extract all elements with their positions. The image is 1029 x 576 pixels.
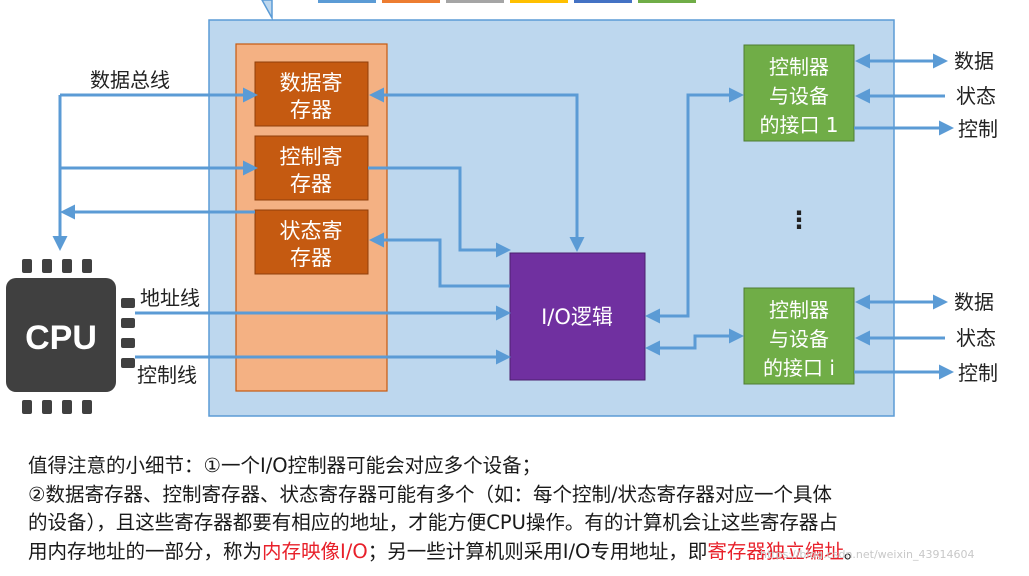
control-bus-label: 控制线 <box>137 363 197 387</box>
interface-1-label-2: 与设备 <box>769 84 829 108</box>
data-register: 数据寄 存器 <box>254 61 369 127</box>
control-register-label-2: 存器 <box>290 172 332 196</box>
address-bus-label: 地址线 <box>140 286 200 310</box>
notes-paragraph: 值得注意的小细节：①一个I/O控制器可能会对应多个设备； ②数据寄存器、控制寄存… <box>28 452 1018 566</box>
io-logic-block: I/O逻辑 <box>509 252 646 381</box>
status-register-label-2: 存器 <box>290 246 332 270</box>
control-register-io-link <box>368 166 511 258</box>
control-register: 控制寄 存器 <box>254 135 369 201</box>
interface-1-label-3: 的接口 1 <box>759 113 838 137</box>
notes-line-4-part-a: 用内存地址的一部分，称为 <box>28 539 263 563</box>
interfaces-ellipsis: ⋮ <box>787 206 811 234</box>
notes-line-2: ②数据寄存器、控制寄存器、状态寄存器可能有多个（如：每个控制/状态寄存器对应一个… <box>28 482 833 506</box>
status-register: 状态寄 存器 <box>254 209 369 275</box>
io-controller-diagram: 数据寄 存器 控制寄 存器 状态寄 存器 I/O逻辑 控制器 与设备 的接口 1… <box>6 0 998 417</box>
interface-1-control-label: 控制 <box>958 117 998 141</box>
io-logic-label: I/O逻辑 <box>541 305 613 329</box>
interface-i-label-3: 的接口 i <box>763 356 835 380</box>
status-register-label-1: 状态寄 <box>280 219 343 243</box>
top-decoration <box>261 0 696 21</box>
cpu-chip-icon: CPU <box>6 259 135 414</box>
io-interface-i-link <box>645 328 744 356</box>
notes-line-4: 用内存地址的一部分，称为内存映像I/O；另一些计算机则采用I/O专用地址，即寄存… <box>28 538 1018 567</box>
interface-i-control-label: 控制 <box>958 361 998 385</box>
interface-1-label-1: 控制器 <box>769 55 829 79</box>
memory-mapped-io-term: 内存映像I/O <box>262 539 368 563</box>
interface-i-status-label: 状态 <box>956 326 996 350</box>
interface-i-label-1: 控制器 <box>769 298 829 322</box>
notes-line-3: 的设备），且这些寄存器都要有相应的地址，才能方便CPU操作。有的计算机会让这些寄… <box>28 511 838 534</box>
data-register-io-link <box>369 87 585 252</box>
independent-addressing-term: 寄存器独立编址 <box>707 539 844 563</box>
io-status-register-link <box>369 232 510 288</box>
notes-line-4-part-e: 。 <box>843 539 864 563</box>
notes-line-1: 值得注意的小细节：①一个I/O控制器可能会对应多个设备； <box>28 454 542 477</box>
device-interface-i: 控制器 与设备 的接口 i <box>743 287 855 385</box>
interface-1-status-label: 状态 <box>956 84 996 108</box>
data-bus-label: 数据总线 <box>90 68 170 92</box>
control-register-label-1: 控制寄 <box>280 145 343 169</box>
interface-1-data-label: 数据 <box>954 49 994 73</box>
data-register-label-1: 数据寄 <box>280 71 343 95</box>
cpu-label: CPU <box>25 319 97 357</box>
bus-wires <box>52 53 954 380</box>
notes-line-4-part-c: ；另一些计算机则采用I/O专用地址，即 <box>367 539 708 563</box>
io-interface-1-link <box>645 87 744 324</box>
device-interface-1: 控制器 与设备 的接口 1 <box>743 44 855 142</box>
watermark: https://blog.csdn.net/weixin_43914604 <box>760 548 975 561</box>
interface-i-data-label: 数据 <box>954 290 994 314</box>
interface-i-label-2: 与设备 <box>769 327 829 351</box>
data-register-label-2: 存器 <box>290 98 332 122</box>
